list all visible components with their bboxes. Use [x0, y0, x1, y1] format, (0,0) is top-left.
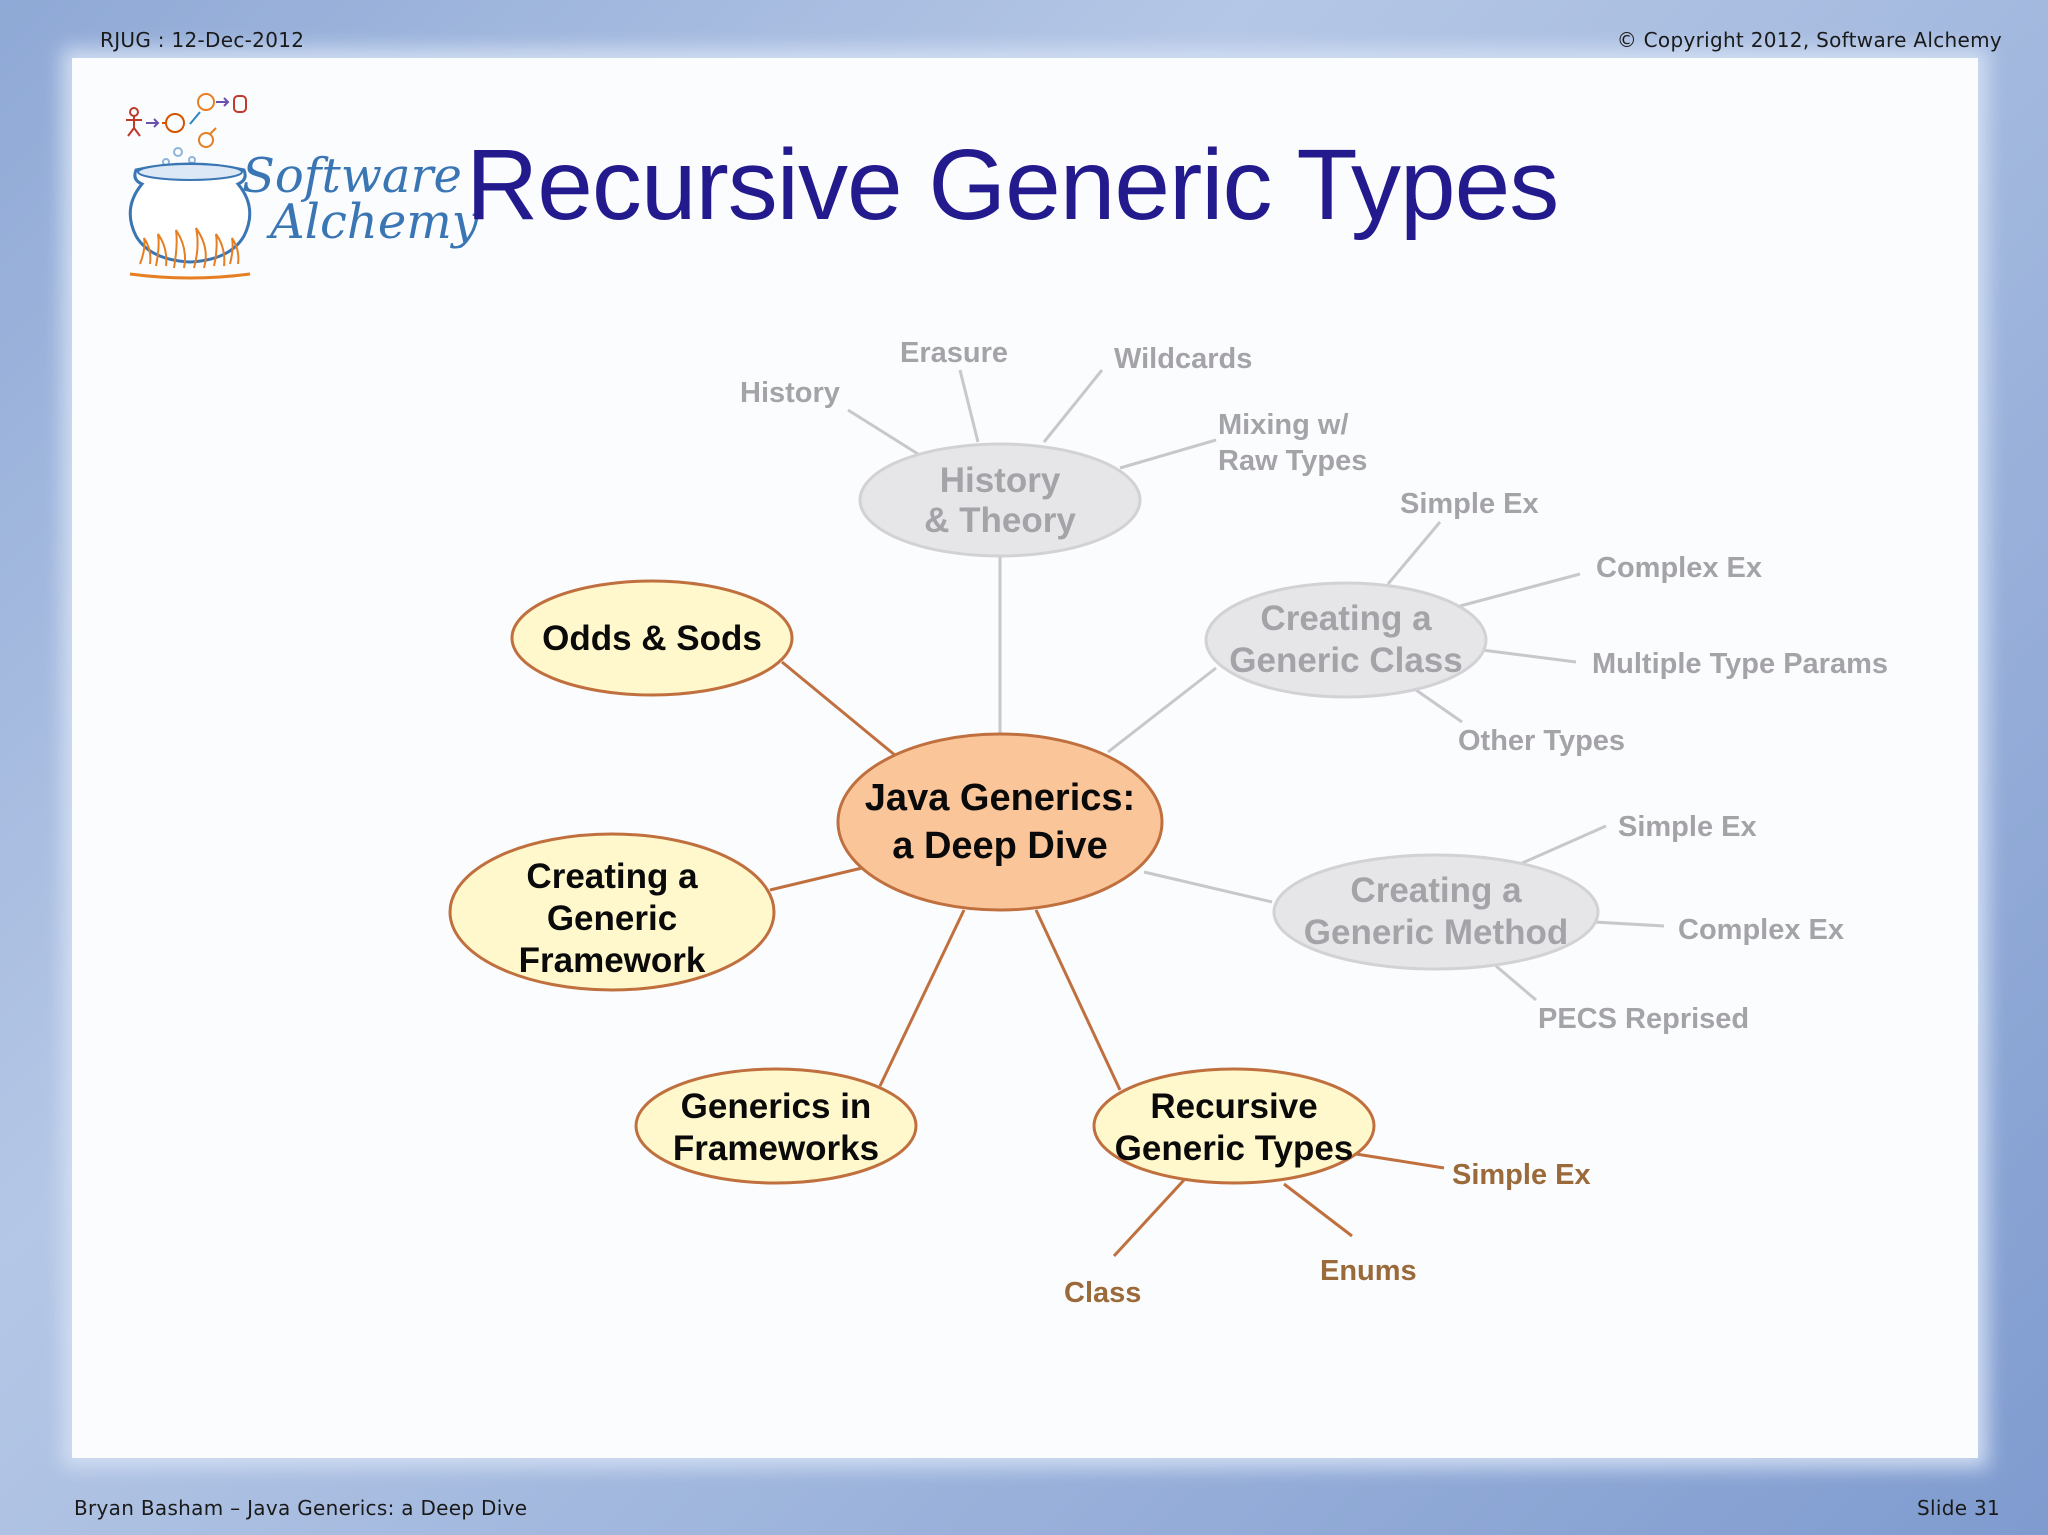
footer-talk-title: Bryan Basham – Java Generics: a Deep Div…	[74, 1496, 528, 1520]
leaf-class-complex-ex: Complex Ex	[1596, 552, 1762, 584]
node-recursive-line2: Generic Types	[1115, 1129, 1354, 1168]
node-generic-class	[1204, 581, 1488, 699]
logo-text-alchemy: Alchemy	[270, 194, 479, 250]
generic-method-connectors	[1143, 824, 1665, 1002]
node-history-theory-line1: History	[940, 461, 1061, 500]
generic-class-connectors	[1107, 521, 1581, 754]
slide-title: Recursive Generic Types	[466, 129, 1559, 241]
leaf-wildcards: Wildcards	[1114, 343, 1252, 375]
node-recursive-line1: Recursive	[1150, 1087, 1317, 1126]
node-generic-method-line2: Generic Method	[1304, 913, 1568, 952]
leaf-method-complex-ex: Complex Ex	[1678, 914, 1844, 946]
node-generic-framework-line1: Creating a	[526, 857, 698, 896]
node-history-theory-line2: & Theory	[924, 501, 1076, 540]
leaf-mixing-line1: Mixing w/	[1218, 409, 1349, 441]
node-generic-framework-line2: Generic	[547, 899, 677, 938]
leaf-recursive-simple-ex: Simple Ex	[1452, 1159, 1591, 1191]
header-date: RJUG : 12-Dec-2012	[100, 28, 305, 52]
node-generic-framework-line3: Framework	[519, 941, 706, 980]
node-history-theory	[858, 442, 1142, 558]
leaf-class: Class	[1064, 1277, 1141, 1309]
active-connectors	[769, 660, 1445, 1258]
node-center-line1: Java Generics:	[865, 777, 1135, 819]
node-generic-framework	[448, 832, 776, 992]
node-center	[836, 732, 1164, 912]
node-generics-in-frameworks	[634, 1067, 918, 1185]
node-generic-method-line1: Creating a	[1350, 871, 1522, 910]
leaf-erasure: Erasure	[900, 337, 1008, 369]
leaf-history: History	[740, 377, 840, 409]
leaf-pecs-reprised: PECS Reprised	[1538, 1003, 1749, 1035]
node-generics-in-frameworks-line2: Frameworks	[673, 1129, 879, 1168]
leaf-other-types: Other Types	[1458, 725, 1625, 757]
node-center-line2: a Deep Dive	[892, 825, 1107, 867]
logo-text-software: Software	[242, 148, 462, 204]
node-generic-class-line1: Creating a	[1260, 599, 1432, 638]
node-generic-class-line2: Generic Class	[1229, 641, 1462, 680]
software-alchemy-logo: Software Alchemy	[120, 88, 479, 292]
leaf-mixing-line2: Raw Types	[1218, 445, 1367, 477]
node-generic-method	[1272, 853, 1600, 971]
cauldron-icon	[126, 93, 252, 280]
leaf-enums: Enums	[1320, 1255, 1417, 1287]
leaf-multiple-type-params: Multiple Type Params	[1592, 648, 1888, 680]
footer-slide-number: Slide 31	[1916, 1496, 2000, 1520]
leaf-class-simple-ex: Simple Ex	[1400, 488, 1539, 520]
header-copyright: © Copyright 2012, Software Alchemy	[1616, 28, 2002, 52]
node-recursive-generic-types	[1092, 1067, 1376, 1185]
leaf-method-simple-ex: Simple Ex	[1618, 811, 1757, 843]
node-odds-sods-label: Odds & Sods	[542, 619, 762, 658]
node-odds-sods	[510, 579, 794, 697]
history-connectors	[847, 369, 1217, 734]
node-generics-in-frameworks-line1: Generics in	[681, 1087, 872, 1126]
